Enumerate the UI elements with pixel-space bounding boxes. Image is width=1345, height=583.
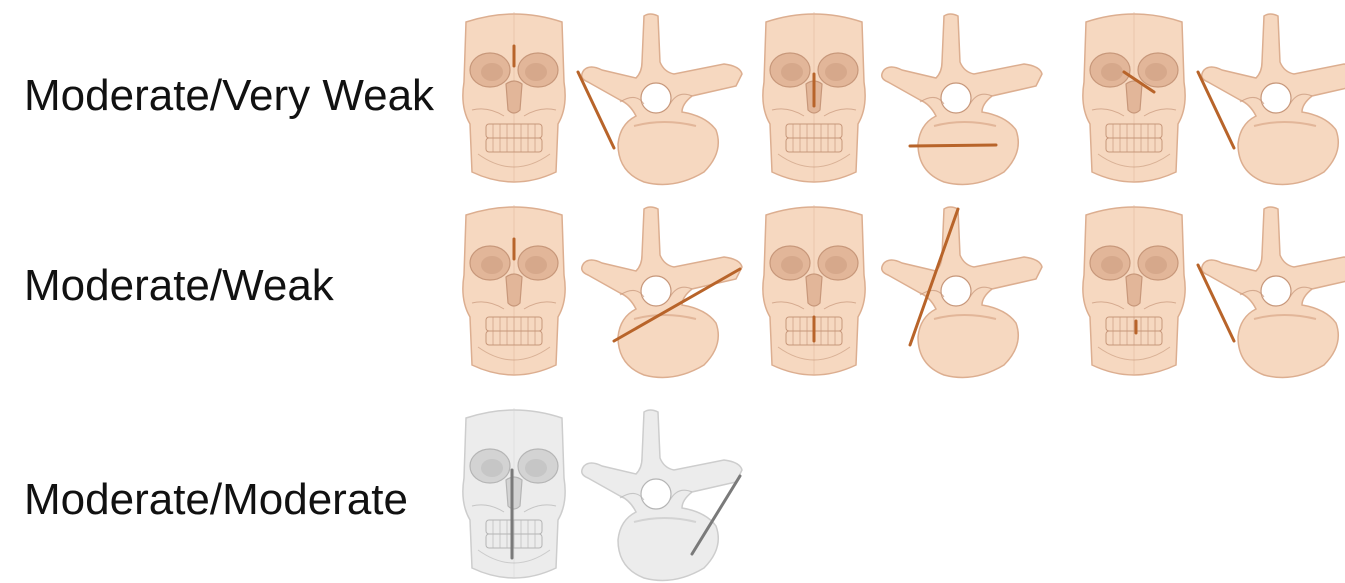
- vertebra-2-1: [574, 205, 749, 380]
- vertebra-image: [874, 12, 1049, 187]
- skull-2-1: [458, 205, 570, 380]
- skull-image: [1078, 12, 1190, 187]
- vertebra-2-2: [874, 205, 1049, 380]
- skull-image: [458, 408, 570, 583]
- skull-1-3: [1078, 12, 1190, 187]
- vertebra-1-3: [1194, 12, 1345, 187]
- vertebra-image: [574, 205, 749, 380]
- vertebra-2-3: [1194, 205, 1345, 380]
- vertebra-marker-line: [910, 145, 996, 146]
- vertebra-image: [874, 205, 1049, 380]
- skull-image: [758, 205, 870, 380]
- skull-image: [458, 12, 570, 187]
- skull-image: [1078, 205, 1190, 380]
- vertebra-1-2: [874, 12, 1049, 187]
- skull-2-2: [758, 205, 870, 380]
- vertebra-image: [1194, 205, 1345, 380]
- vertebra-1-1: [574, 12, 749, 187]
- vertebra-image: [574, 12, 749, 187]
- skull-1-1: [458, 12, 570, 187]
- row-label-1: Moderate/Very Weak: [24, 74, 434, 118]
- row-label-3: Moderate/Moderate: [24, 478, 408, 522]
- skull-2-3: [1078, 205, 1190, 380]
- vertebra-3-1: [574, 408, 749, 583]
- skull-3-1: [458, 408, 570, 583]
- vertebra-image: [574, 408, 749, 583]
- vertebra-image: [1194, 12, 1345, 187]
- row-label-2: Moderate/Weak: [24, 264, 334, 308]
- skull-image: [458, 205, 570, 380]
- skull-image: [758, 12, 870, 187]
- skull-1-2: [758, 12, 870, 187]
